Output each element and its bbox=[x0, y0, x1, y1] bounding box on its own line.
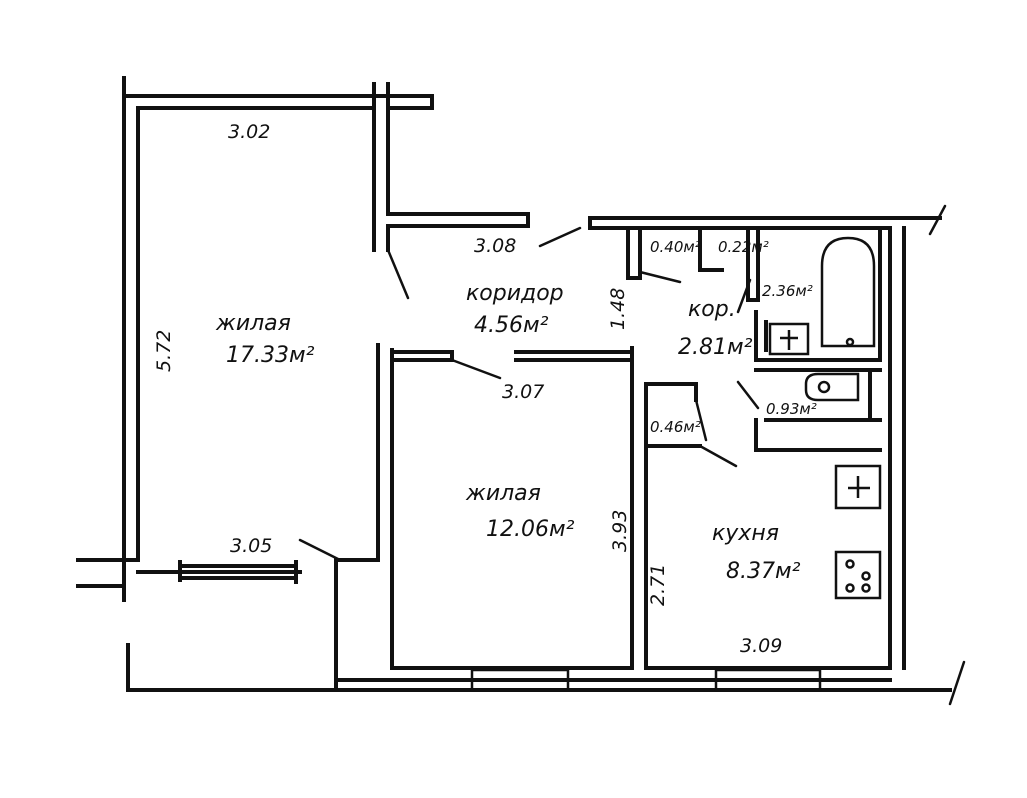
wall-wc bbox=[754, 368, 882, 452]
wall-service-top bbox=[588, 216, 942, 230]
closet1-area: 0.40м² bbox=[650, 238, 701, 256]
corridor2-area: 2.81м² bbox=[678, 335, 753, 360]
wall-bottom-main bbox=[126, 643, 952, 692]
dim-corridor-side: 1.48 bbox=[607, 288, 629, 330]
small-area-labels: 0.40м² 0.22м² 2.36м² 0.93м² 0.46м² bbox=[650, 238, 817, 436]
bath-area: 2.36м² bbox=[762, 282, 813, 300]
wall-living2-top-a bbox=[390, 350, 454, 362]
wall-top-outer bbox=[122, 94, 434, 110]
corridor2-name: кор. bbox=[688, 297, 736, 322]
kitchen-sink-icon bbox=[834, 464, 882, 510]
bathtub-icon bbox=[820, 236, 876, 348]
wall-partition-lower-b bbox=[390, 348, 634, 670]
door-living1 bbox=[386, 248, 410, 300]
door-pantry-b bbox=[694, 398, 708, 442]
burner-1-icon bbox=[845, 559, 855, 569]
door-closet1 bbox=[638, 270, 682, 284]
wall-balcony-inner bbox=[178, 564, 298, 580]
dim-living2-height: 3.93 bbox=[609, 510, 631, 552]
burner-4-icon bbox=[861, 583, 871, 593]
kitchen-name: кухня bbox=[712, 521, 779, 546]
burner-2-icon bbox=[861, 571, 871, 581]
doors bbox=[298, 226, 760, 562]
room-labels: жилая 17.33м² коридор 4.56м² жилая 12.06… bbox=[215, 281, 801, 584]
kitchen-area: 8.37м² bbox=[726, 559, 801, 584]
living2-area: 12.06м² bbox=[486, 517, 575, 542]
wall-kitchen-right bbox=[888, 226, 906, 670]
dim-living1-bottom: 3.05 bbox=[230, 535, 272, 557]
stove-icon bbox=[834, 550, 882, 600]
closet2-area: 0.22м² bbox=[718, 238, 769, 256]
wall-break-bottom-right bbox=[948, 660, 966, 706]
corridor-name: коридор bbox=[466, 281, 564, 306]
window-living2 bbox=[470, 668, 570, 692]
door-wc bbox=[736, 380, 760, 410]
dimension-labels: 3.02 5.72 3.05 3.08 1.48 3.07 3.93 2.71 … bbox=[153, 121, 782, 657]
dim-kitchen-height: 2.71 bbox=[647, 564, 669, 606]
living2-name: жилая bbox=[465, 481, 541, 506]
door-corridor2 bbox=[736, 278, 752, 314]
wall-partition-lower-a bbox=[334, 343, 380, 692]
walls bbox=[76, 76, 966, 706]
dim-living1-height: 5.72 bbox=[153, 330, 175, 372]
wall-kitchen-top bbox=[644, 382, 702, 448]
fixtures bbox=[768, 236, 882, 600]
door-pantry bbox=[698, 444, 738, 468]
living1-name: жилая bbox=[215, 311, 291, 336]
wall-closet-divider bbox=[698, 226, 760, 302]
wall-living2-top-b bbox=[514, 350, 634, 362]
wall-bottom-left bbox=[76, 558, 140, 588]
dim-corridor-top: 3.08 bbox=[474, 235, 516, 257]
dim-kitchen-bottom: 3.09 bbox=[740, 635, 782, 657]
wall-partition-upper-b bbox=[386, 82, 530, 252]
living1-area: 17.33м² bbox=[226, 343, 315, 368]
wc-area: 0.93м² bbox=[766, 400, 817, 418]
wall-break-top-right bbox=[928, 204, 947, 236]
sink-icon bbox=[768, 322, 810, 356]
door-living1-balcony bbox=[298, 538, 342, 562]
wall-service-left bbox=[588, 216, 642, 280]
dim-living1-top: 3.02 bbox=[228, 121, 270, 143]
toilet-bowl-icon bbox=[817, 380, 831, 394]
toilet-icon bbox=[804, 372, 860, 402]
pantry-area: 0.46м² bbox=[650, 418, 701, 436]
door-living2 bbox=[450, 358, 502, 380]
bath-drain-icon bbox=[845, 337, 855, 347]
door-corridor-entry bbox=[538, 226, 582, 248]
dim-living2-top: 3.07 bbox=[502, 381, 544, 403]
window-kitchen bbox=[714, 668, 822, 692]
wall-bath-bottom bbox=[754, 226, 882, 362]
burner-3-icon bbox=[845, 583, 855, 593]
corridor-area: 4.56м² bbox=[474, 313, 549, 338]
